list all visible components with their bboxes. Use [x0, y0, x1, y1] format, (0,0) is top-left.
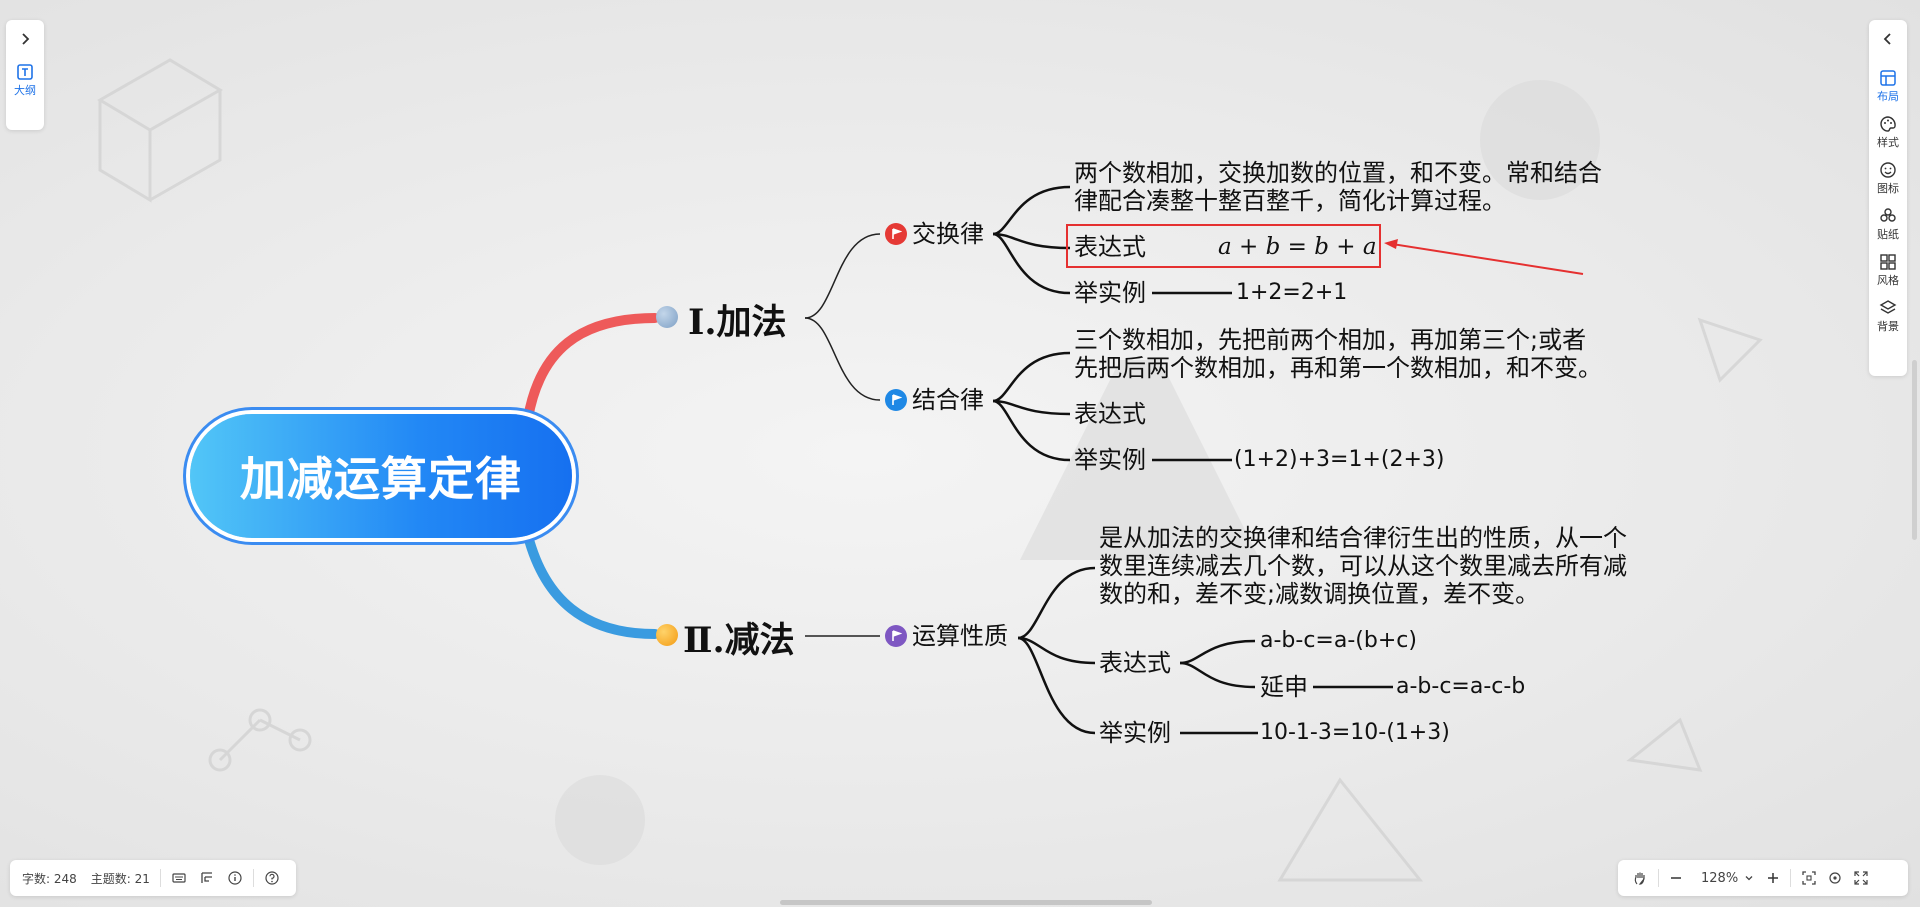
fullscreen-icon[interactable] [1853, 870, 1869, 886]
topic-commutative[interactable]: 交换律 [912, 220, 984, 248]
layout-button[interactable]: 布局 [1869, 68, 1907, 104]
divider [159, 869, 161, 887]
background-button[interactable]: 背景 [1869, 298, 1907, 334]
branch-sub-label[interactable]: Ⅱ.减法 [683, 620, 795, 661]
property-extend-label[interactable]: 延申 [1260, 673, 1308, 701]
theme-button[interactable]: 风格 [1869, 252, 1907, 288]
sticker-button[interactable]: 贴纸 [1869, 206, 1907, 242]
zoom-out-icon[interactable] [1669, 871, 1683, 885]
word-count: 字数: 248 [22, 871, 77, 886]
icon-label: 图标 [1877, 182, 1899, 195]
sticker-label: 贴纸 [1877, 228, 1899, 241]
formula-highlight-box [1066, 224, 1381, 268]
right-panel: 布局 样式 图标 贴纸 风格 背景 [1869, 20, 1907, 376]
topic-connectors [804, 233, 881, 637]
associative-example[interactable]: (1+2)+3=1+(2+3) [1234, 447, 1445, 472]
topic-associative[interactable]: 结合律 [912, 386, 984, 414]
outline-icon [17, 64, 33, 80]
chevron-down-icon[interactable] [1744, 873, 1754, 883]
structure-icon[interactable] [199, 870, 215, 886]
divider [1658, 869, 1659, 887]
style-button[interactable]: 样式 [1869, 114, 1907, 150]
sticker-icon [1880, 208, 1896, 222]
commutative-expr-label[interactable]: 表达式 [1074, 233, 1146, 261]
topic-property[interactable]: 运算性质 [912, 622, 1008, 650]
commutative-example-label[interactable]: 举实例 [1074, 279, 1146, 307]
root-title: 加减运算定律 [240, 452, 522, 506]
leaf-connectors [992, 185, 1393, 735]
associative-desc-line2[interactable]: 先把后两个数相加，再和第一个数相加，和不变。 [1074, 354, 1602, 382]
add-branch-dot [656, 306, 678, 328]
hand-icon[interactable] [1632, 870, 1648, 886]
style-grid-icon [1880, 254, 1896, 270]
commutative-desc-line2[interactable]: 律配合凑整十整百整千，简化计算过程。 [1074, 187, 1506, 215]
layers-icon [1879, 300, 1897, 314]
annotation-arrow [1384, 239, 1584, 275]
layout-icon [1880, 70, 1896, 86]
topic-count: 主题数: 21 [90, 871, 150, 886]
zoom-bar: 128% [1618, 860, 1908, 896]
info-icon[interactable] [227, 870, 243, 886]
property-desc-line3[interactable]: 数的和，差不变;减数调换位置，差不变。 [1099, 580, 1540, 608]
blue-flag-icon [885, 389, 907, 411]
theme-label: 风格 [1877, 274, 1899, 287]
icon-button[interactable]: 图标 [1869, 160, 1907, 196]
outline-label: 大纲 [14, 84, 36, 97]
keyboard-icon[interactable] [171, 870, 187, 886]
background-label: 背景 [1877, 320, 1899, 333]
status-bar: 字数: 248 主题数: 21 [10, 860, 296, 896]
left-panel: 大纲 [6, 20, 44, 130]
layout-label: 布局 [1877, 90, 1899, 103]
property-desc-line2[interactable]: 数里连续减去几个数，可以从这个数里减去所有减 [1099, 552, 1627, 580]
property-extend[interactable]: a-b-c=a-c-b [1396, 674, 1526, 699]
branch-connector-sub [523, 531, 660, 639]
collapse-right-button[interactable] [1869, 20, 1907, 58]
associative-expr-label[interactable]: 表达式 [1074, 400, 1146, 428]
chevron-right-icon [22, 33, 30, 45]
expand-left-button[interactable] [6, 20, 44, 58]
divider [1790, 869, 1792, 887]
branch-connector-add [523, 313, 660, 423]
purple-flag-icon [885, 625, 907, 647]
property-desc-line1[interactable]: 是从加法的交换律和结合律衍生出的性质，从一个 [1099, 524, 1627, 552]
style-label: 样式 [1877, 136, 1899, 149]
outline-button[interactable]: 大纲 [6, 62, 44, 98]
smiley-icon [1880, 162, 1896, 178]
sub-branch-dot [656, 624, 678, 646]
horizontal-scrollbar[interactable] [780, 900, 1152, 905]
root-topic[interactable]: 加减运算定律 [190, 414, 572, 538]
vertical-scrollbar[interactable] [1912, 360, 1917, 540]
palette-icon [1880, 116, 1896, 132]
locate-center-icon[interactable] [1827, 870, 1843, 886]
red-flag-icon [885, 223, 907, 245]
associative-desc-line1[interactable]: 三个数相加，先把前两个相加，再加第三个;或者 [1074, 326, 1587, 354]
commutative-desc-line1[interactable]: 两个数相加，交换加数的位置，和不变。常和结合 [1074, 159, 1602, 187]
zoom-in-icon[interactable] [1766, 871, 1780, 885]
property-example[interactable]: 10-1-3=10-(1+3) [1260, 720, 1450, 745]
chevron-left-icon [1883, 33, 1891, 45]
zoom-level[interactable]: 128% [1701, 870, 1739, 886]
branch-add-label[interactable]: Ⅰ.加法 [688, 302, 787, 343]
property-expr[interactable]: a-b-c=a-(b+c) [1260, 628, 1417, 653]
commutative-formula[interactable]: a + b = b + a [1218, 234, 1377, 260]
commutative-example[interactable]: 1+2=2+1 [1236, 280, 1348, 305]
divider [252, 869, 254, 887]
associative-example-label[interactable]: 举实例 [1074, 446, 1146, 474]
property-example-label[interactable]: 举实例 [1099, 719, 1171, 747]
fit-screen-icon[interactable] [1801, 870, 1817, 886]
property-expr-label[interactable]: 表达式 [1099, 649, 1171, 677]
help-icon[interactable] [264, 870, 280, 886]
